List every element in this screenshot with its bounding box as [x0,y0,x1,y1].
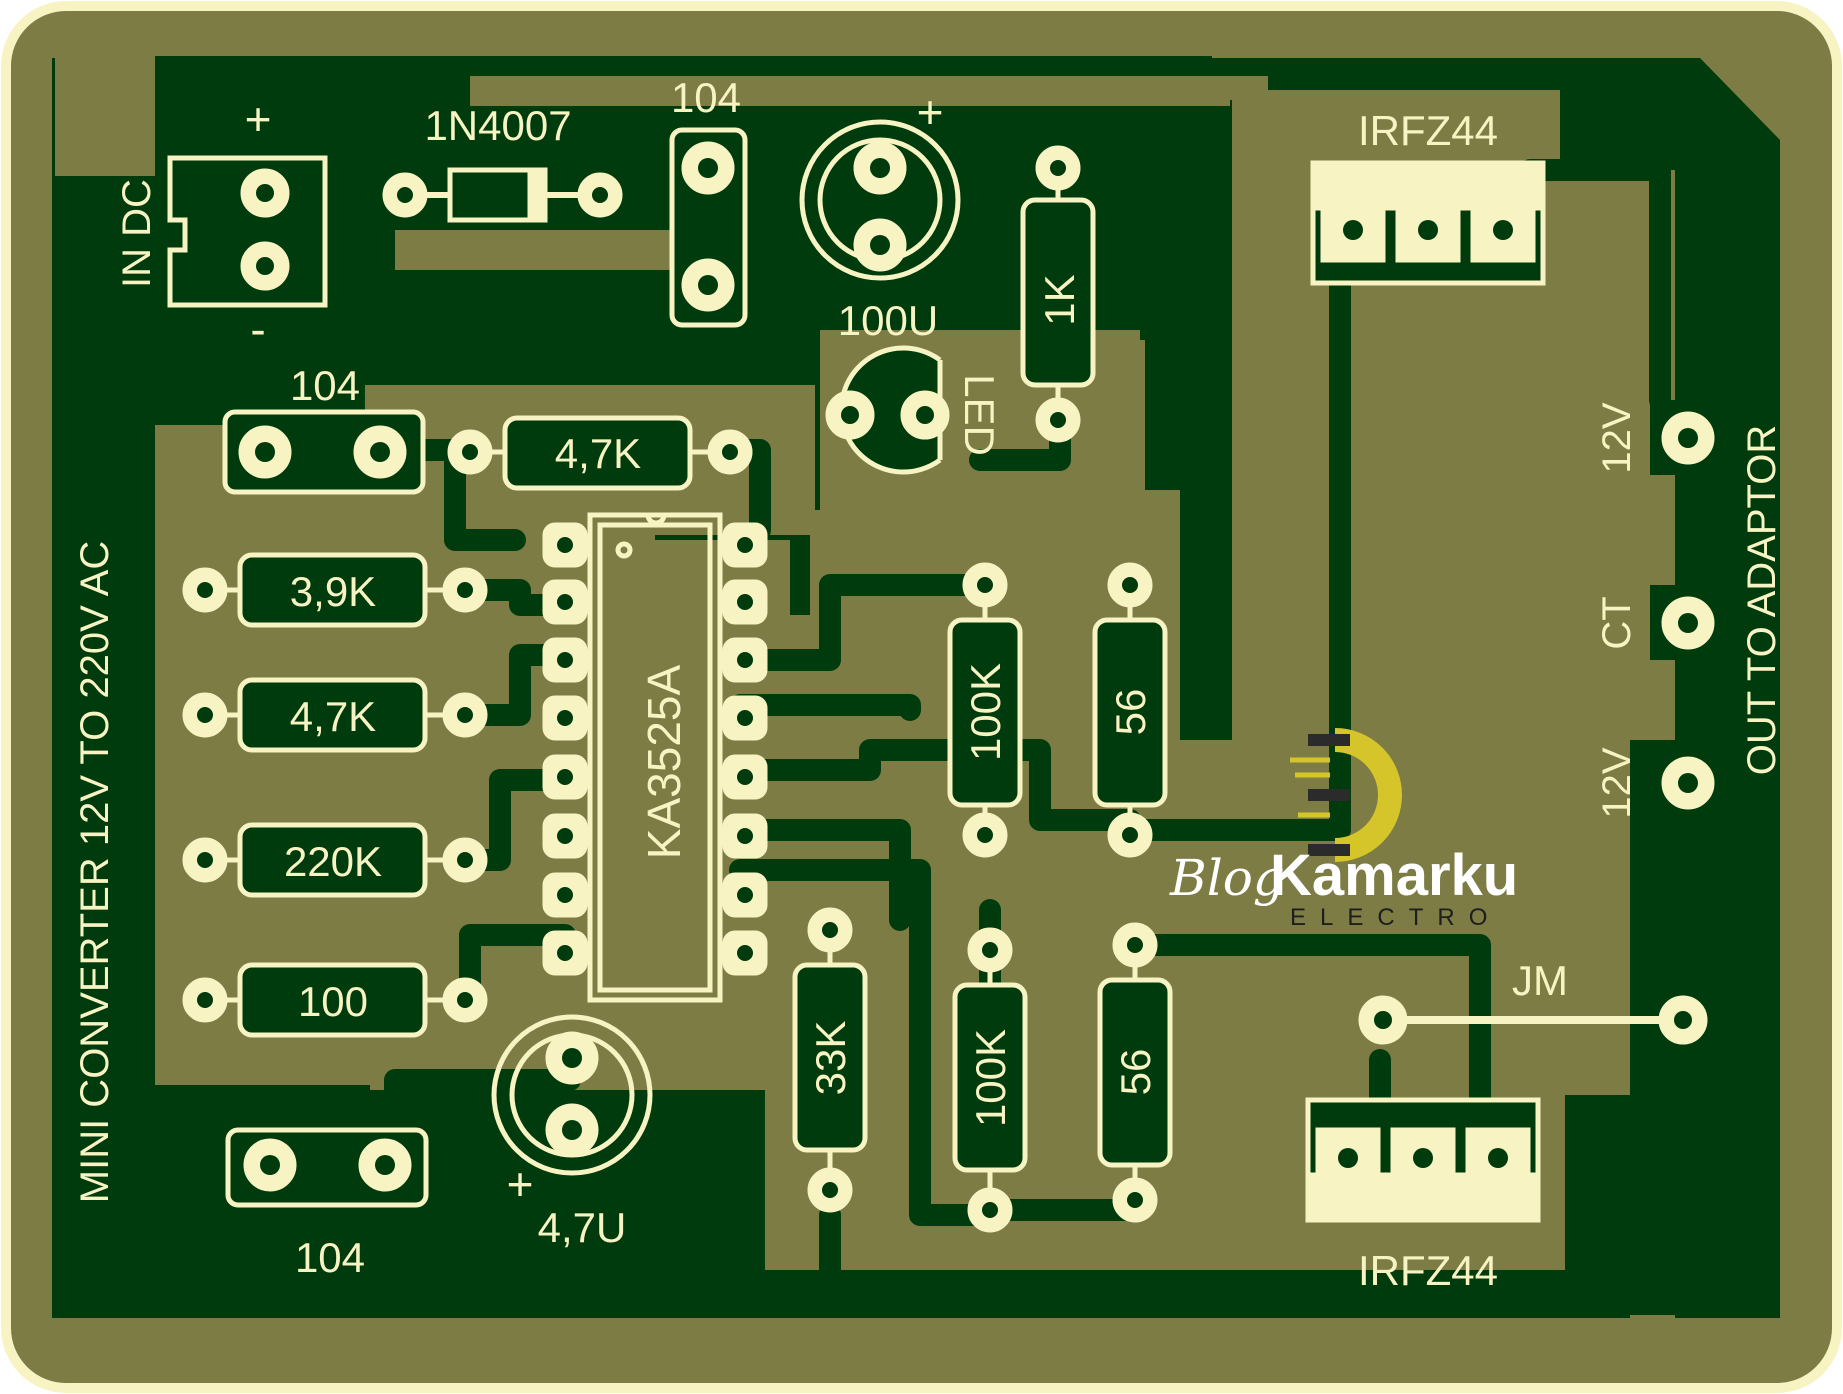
ic-pin-hole [737,769,753,785]
jumper-label: JM [1512,957,1568,1004]
resistor-3k9 [182,552,488,628]
res-220k-label: 220K [284,838,382,885]
output-pin-3: 12V [1595,747,1639,818]
res-56-top-label: 56 [1107,689,1154,736]
resistor-4k7-mid [182,677,488,753]
ic-pin-hole [557,769,573,785]
res-33k-label: 33K [807,1021,854,1096]
ic-pin-hole [557,828,573,844]
res-100k-bottom-label: 100K [967,1029,1014,1127]
board-title: MINI CONVERTER 12V TO 220V AC [73,541,117,1203]
in-dc-minus: - [250,303,265,355]
cap-4u7-plus: + [507,1158,534,1210]
led-label: LED [956,374,1003,456]
ic-pin-hole [737,887,753,903]
cap-100u-plus: + [917,86,944,138]
ic-pin-hole [557,710,573,726]
cap-4u7-label: 4,7U [538,1204,627,1251]
capacitor-104-top [669,127,748,328]
mosfet-irfz44-bottom [1305,1097,1541,1223]
resistor-56-bottom [1097,922,1173,1223]
resistor-100 [182,962,488,1038]
cap-bottom-label: 104 [295,1234,365,1281]
capacitor-104-left [222,409,426,495]
res-100-label: 100 [298,978,368,1025]
diode-label: 1N4007 [424,102,571,149]
res-39k-label: 3,9K [290,568,376,615]
output-pin-1: 12V [1595,402,1639,473]
ic-pin-hole [737,828,753,844]
ic-pin-hole [557,652,573,668]
res-47k-mid-label: 4,7K [290,693,376,740]
ic-pin-hole [737,537,753,553]
output-pads [1661,411,1715,810]
mosfet-bottom-label: IRFZ44 [1358,1247,1498,1294]
resistor-1k [1020,145,1096,443]
capacitor-104-bottom [225,1127,429,1208]
cap-left-label: 104 [290,362,360,409]
led [825,345,950,475]
res-56-bottom-label: 56 [1112,1049,1159,1096]
labels: + - IN DC 1N4007 104 + 100U 1K LED 104 4… [73,74,1784,1294]
jumper-jm [1358,995,1708,1045]
resistor-100k-bottom [952,927,1028,1233]
in-dc-label: IN DC [115,179,159,288]
resistor-4k7-top [447,415,753,491]
ic-pins [542,522,768,976]
output-label: OUT TO ADAPTOR [1740,425,1784,775]
watermark-sub: ELECTRO [1290,904,1501,931]
watermark-logo [1290,728,1402,862]
ic-ka3525a [587,512,723,1003]
diode-1n4007 [382,167,623,223]
mosfet-top-label: IRFZ44 [1358,107,1498,154]
resistor-33k [792,907,868,1213]
resistor-56-top [1092,562,1168,858]
resistor-100k-top [947,562,1023,858]
ic-label: KA3525A [638,665,690,860]
watermark: Blog Kamarku ELECTRO [1169,728,1518,931]
mosfet-irfz44-top [1310,160,1546,286]
watermark-blog: Blog [1169,849,1285,907]
ic-pin-hole [557,887,573,903]
ic-pin-hole [737,710,753,726]
res-100k-top-label: 100K [962,663,1009,761]
watermark-brand: Kamarku [1270,843,1518,908]
cap-top-label: 104 [671,74,741,121]
ic-pin-hole [737,652,753,668]
resistor-220k [182,822,488,898]
ic-pin-hole [557,537,573,553]
capacitor-4u7 [491,1014,653,1176]
output-pin-2: CT [1595,596,1639,649]
resistor-1k-label: 1K [1036,274,1083,325]
cap-100u-label: 100U [838,297,938,344]
ic-pin-hole [737,594,753,610]
ic-pin-hole [737,945,753,961]
res-47k-top-label: 4,7K [555,430,641,477]
capacitor-100u [799,119,961,281]
dc-input-connector [167,155,328,308]
in-dc-plus: + [245,93,272,145]
ic-pin-hole [557,945,573,961]
ic-pin-hole [557,594,573,610]
